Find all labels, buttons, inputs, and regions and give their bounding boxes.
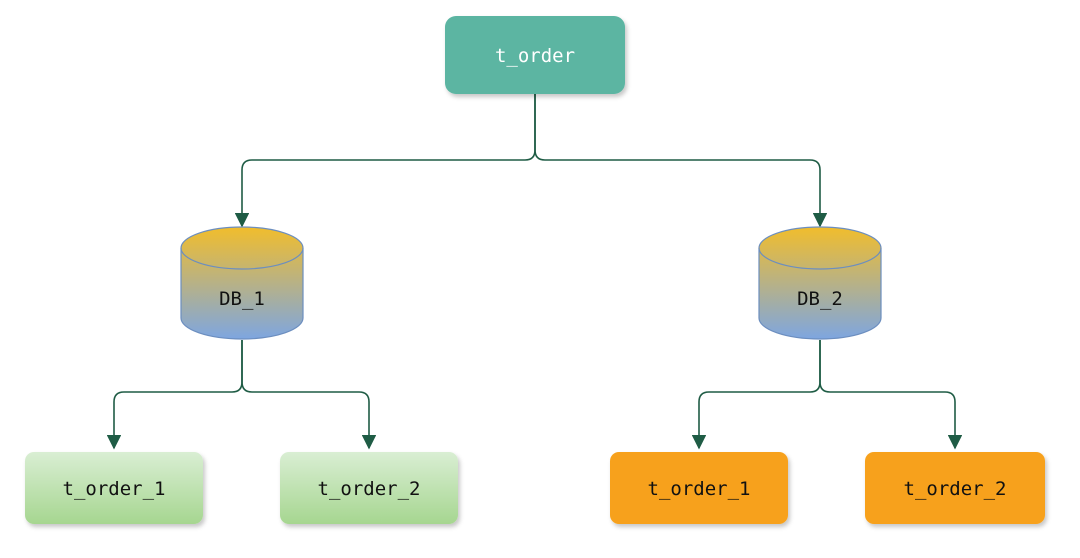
database-db1-cylinder — [180, 226, 304, 340]
root-node-label: t_order — [495, 45, 575, 67]
database-db1: DB_1 — [180, 226, 304, 340]
edge-db1-table1 — [106, 340, 243, 450]
database-db1-rim — [180, 247, 304, 270]
database-db2: DB_2 — [758, 226, 882, 340]
table-db1-t-order-1-box — [25, 452, 203, 524]
table-db2-t-order-2-box — [865, 452, 1045, 524]
table-db2-t-order-2-label: t_order_2 — [904, 478, 1007, 500]
database-db1-label: DB_1 — [219, 288, 265, 310]
edge-root-db1 — [234, 94, 536, 228]
database-db2-rim — [758, 247, 882, 270]
database-db2-cylinder — [758, 226, 882, 340]
table-db2-t-order-1-box — [610, 452, 788, 524]
table-db1-t-order-2: t_order_2 — [280, 452, 458, 524]
edge-db1-table2 — [241, 340, 377, 450]
root-node: t_order — [445, 16, 625, 94]
edge-db2-table1 — [691, 340, 821, 450]
edge-db2-table2 — [819, 340, 963, 450]
table-db1-t-order-1: t_order_1 — [25, 452, 203, 524]
table-db1-t-order-1-label: t_order_1 — [63, 478, 166, 500]
table-db2-t-order-2: t_order_2 — [865, 452, 1045, 524]
database-db2-label: DB_2 — [797, 288, 843, 310]
table-db2-t-order-1-label: t_order_1 — [648, 478, 751, 500]
edge-root-db2 — [534, 94, 828, 228]
table-db1-t-order-2-label: t_order_2 — [318, 478, 421, 500]
table-db2-t-order-1: t_order_1 — [610, 452, 788, 524]
edges — [106, 94, 963, 450]
table-db1-t-order-2-box — [280, 452, 458, 524]
root-node-box — [445, 16, 625, 94]
